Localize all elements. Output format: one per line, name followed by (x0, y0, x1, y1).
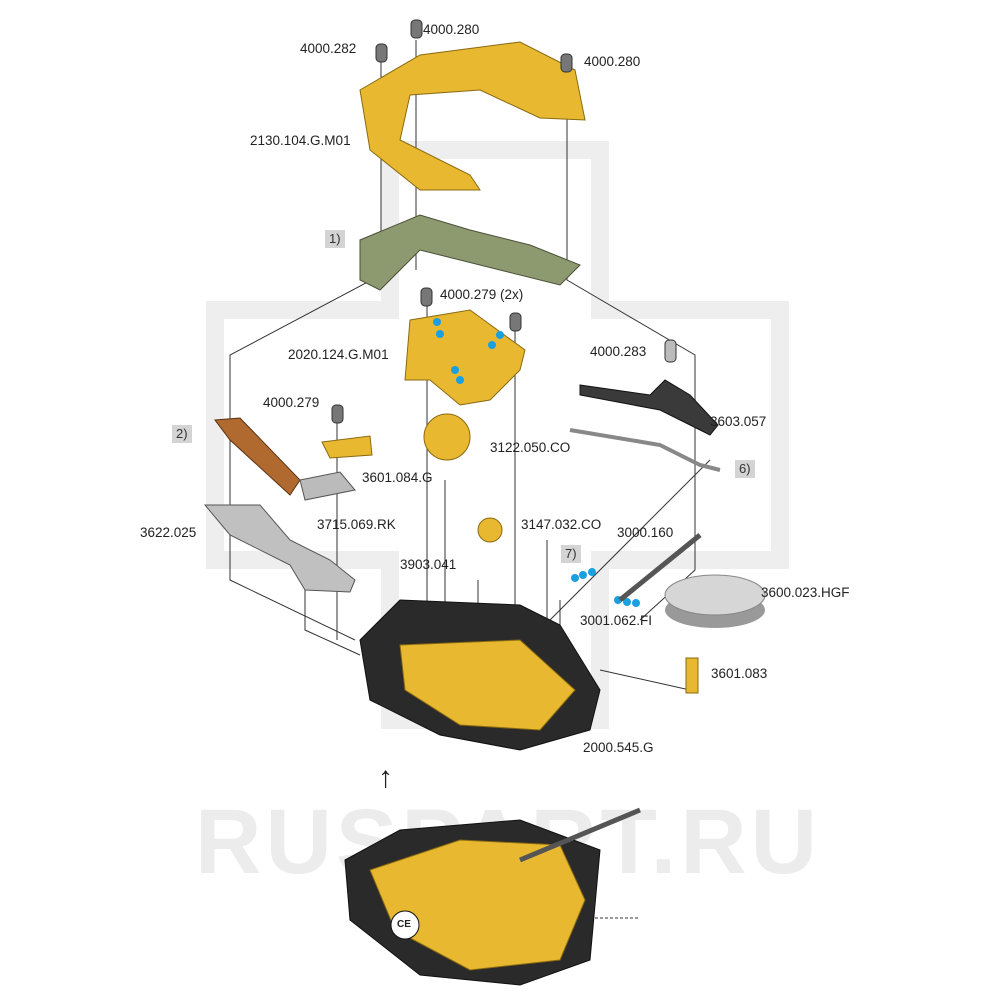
callout-1: 1) (325, 230, 345, 248)
label-2130-104: 2130.104.G.M01 (250, 133, 351, 148)
wheel-3147-shape (477, 517, 503, 543)
bridge-2020-shape (404, 309, 526, 406)
part-3601-084-shape (321, 435, 373, 459)
label-4000-279-2x: 4000.279 (2x) (440, 287, 524, 302)
callout-6: 6) (735, 460, 755, 478)
label-4000-279: 4000.279 (263, 395, 320, 410)
label-3600-023: 3600.023.HGF (761, 585, 850, 600)
assembly-arrow-icon: ↑ (378, 761, 393, 794)
label-3715-069: 3715.069.RK (317, 517, 396, 532)
part-6-shape (569, 428, 721, 472)
label-3000-160: 3000.160 (617, 525, 674, 540)
spring-shape (214, 417, 301, 496)
leader-lines (229, 40, 711, 919)
callout-7: 7) (561, 545, 581, 563)
label-4000-282: 4000.282 (300, 41, 357, 56)
screw-icons (331, 19, 677, 424)
label-2000-545: 2000.545.G (583, 740, 654, 755)
label-3601-084: 3601.084.G (362, 470, 433, 485)
label-3601-083: 3601.083 (711, 666, 768, 681)
label-4000-283: 4000.283 (590, 344, 647, 359)
label-4000-280-top: 4000.280 (423, 22, 480, 37)
stem-3000-160 (618, 533, 702, 602)
label-3147-032: 3147.032.CO (521, 517, 602, 532)
callout-2: 2) (172, 425, 192, 443)
plate-1-shape (359, 214, 581, 291)
label-3122-050: 3122.050.CO (490, 440, 571, 455)
label-3603-057: 3603.057 (710, 414, 767, 429)
part-3622-shape (203, 504, 356, 593)
label-2020-124: 2020.124.G.M01 (288, 347, 389, 362)
bridge-2130-shape (359, 41, 586, 191)
wheel-3122-shape (423, 413, 471, 461)
ce-stamp: CE (397, 919, 411, 930)
background-cross (206, 141, 789, 729)
label-4000-280-right: 4000.280 (584, 54, 641, 69)
part-3601-083-shape (685, 657, 699, 694)
label-3903-041: 3903.041 (400, 557, 457, 572)
part-3603-shape (579, 379, 719, 436)
label-3001-062: 3001.062.FI (580, 613, 653, 628)
label-3622-025: 3622.025 (140, 525, 197, 540)
